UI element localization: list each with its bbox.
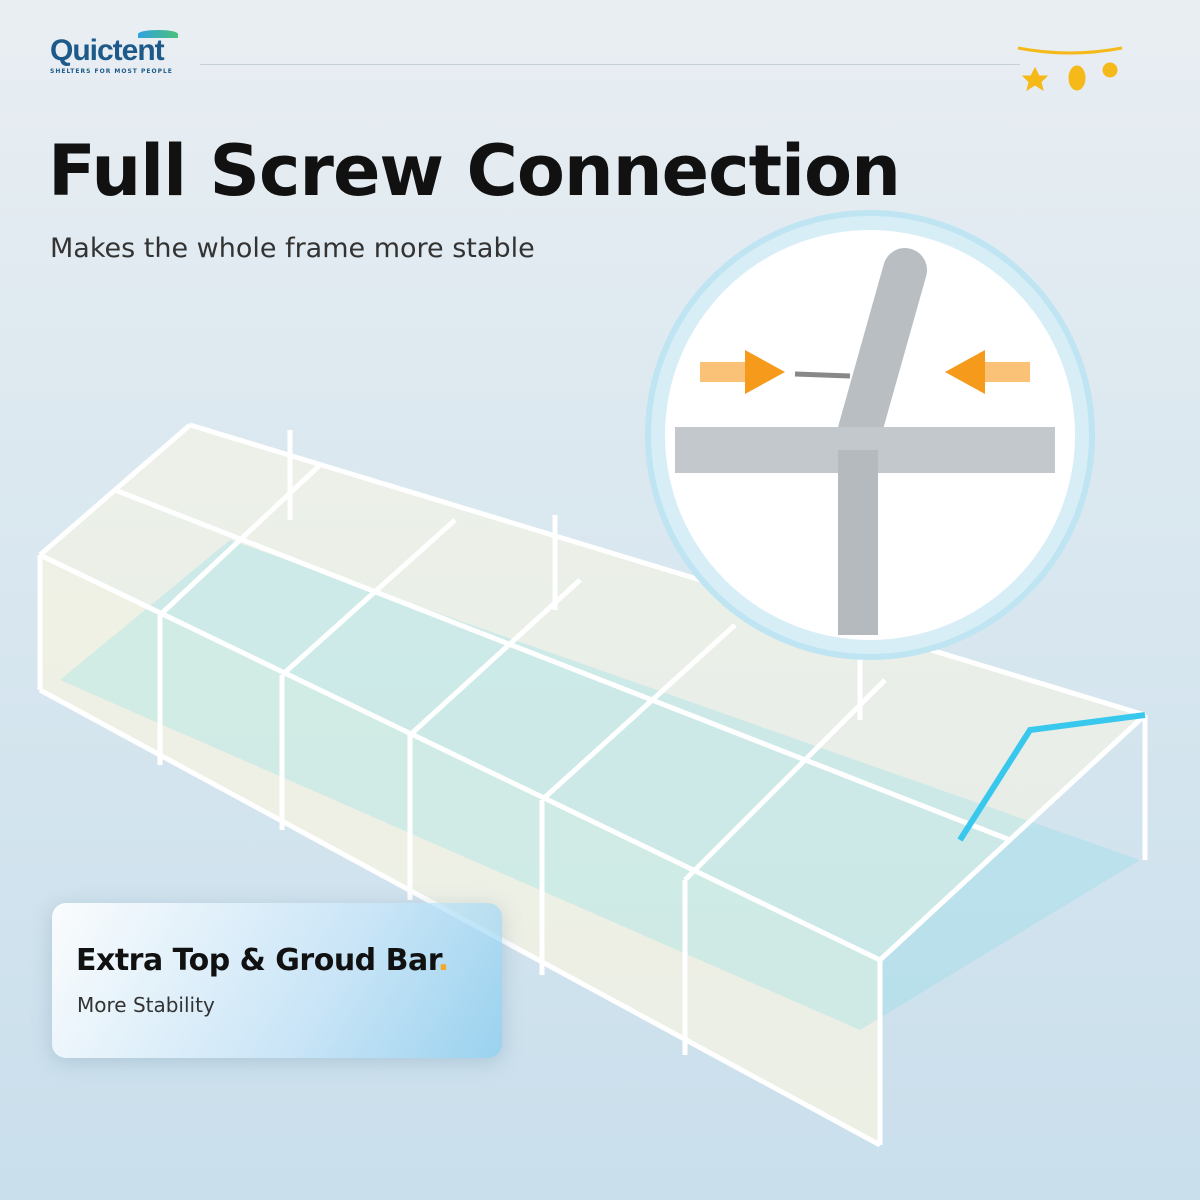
frame-rafters — [158, 463, 887, 882]
callout-subtitle: More Stability — [77, 993, 215, 1017]
callout-dot: . — [437, 943, 449, 978]
page-subtitle: Makes the whole frame more stable — [50, 233, 535, 264]
brand-logo: Quictent SHELTERS FOR MOST PEOPLE — [50, 30, 178, 75]
page-title: Full Screw Connection — [48, 130, 901, 212]
screw-detail-inset — [645, 210, 1095, 660]
arrow-right-icon — [700, 350, 785, 394]
logo-swoosh — [138, 30, 178, 38]
tent-frame — [37, 422, 1148, 1148]
brand-tagline: SHELTERS FOR MOST PEOPLE — [50, 68, 173, 75]
bolt-icon — [794, 371, 851, 379]
callout-title-text: Extra Top & Groud Bar — [76, 943, 438, 978]
arrow-left-icon — [945, 350, 1030, 394]
string-lights-icon — [1017, 46, 1123, 92]
brand-name: Quictent — [50, 34, 165, 67]
feature-callout-card: Extra Top & Groud Bar. More Stability — [52, 903, 502, 1058]
callout-title: Extra Top & Groud Bar. — [76, 943, 449, 978]
highlight-bar — [957, 712, 1146, 842]
header-divider — [200, 64, 1020, 65]
frame-posts — [37, 430, 1148, 1145]
